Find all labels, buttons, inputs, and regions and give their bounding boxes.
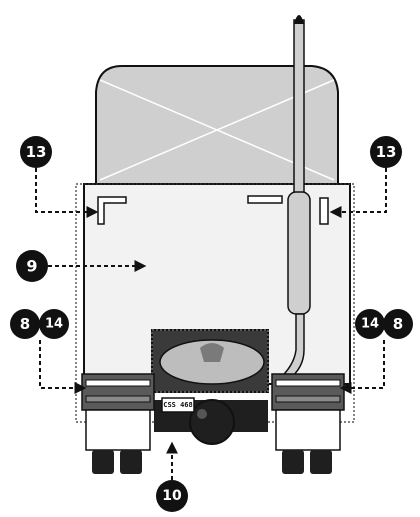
tires-right [282, 450, 332, 474]
callout-8-right-text: 8 [393, 315, 403, 333]
license-plate-text: CSS 468 [163, 401, 193, 409]
fifth-wheel [151, 329, 269, 393]
rear-light-bar-left [81, 373, 155, 411]
tires-left [92, 450, 142, 474]
mud-flap-right [275, 409, 341, 451]
callout-13-left-text: 13 [26, 143, 47, 161]
upper-reflector-right [319, 197, 329, 225]
callout-14-left-text: 14 [45, 317, 63, 332]
callout-8-right: 8 [383, 309, 413, 339]
rear-light-bar-right [271, 373, 345, 411]
leader-lines [35, 168, 387, 480]
license-plate: CSS 468 [161, 397, 195, 413]
callout-8-left: 8 [10, 309, 40, 339]
upper-reflector-center-right [247, 195, 283, 204]
callout-9-text: 9 [26, 257, 37, 276]
callout-13-left: 13 [20, 136, 52, 168]
callout-14-right: 14 [355, 309, 385, 339]
callout-8-left-text: 8 [20, 315, 30, 333]
mud-flap-left [85, 409, 151, 451]
callout-13-right: 13 [370, 136, 402, 168]
callout-10: 10 [156, 480, 188, 512]
callout-10-text: 10 [162, 488, 182, 504]
callout-14-left: 14 [39, 309, 69, 339]
upper-reflector-left [97, 196, 127, 225]
callout-9: 9 [16, 250, 48, 282]
exhaust-stack [276, 15, 311, 381]
callout-13-right-text: 13 [376, 143, 397, 161]
callout-14-right-text: 14 [361, 317, 379, 332]
